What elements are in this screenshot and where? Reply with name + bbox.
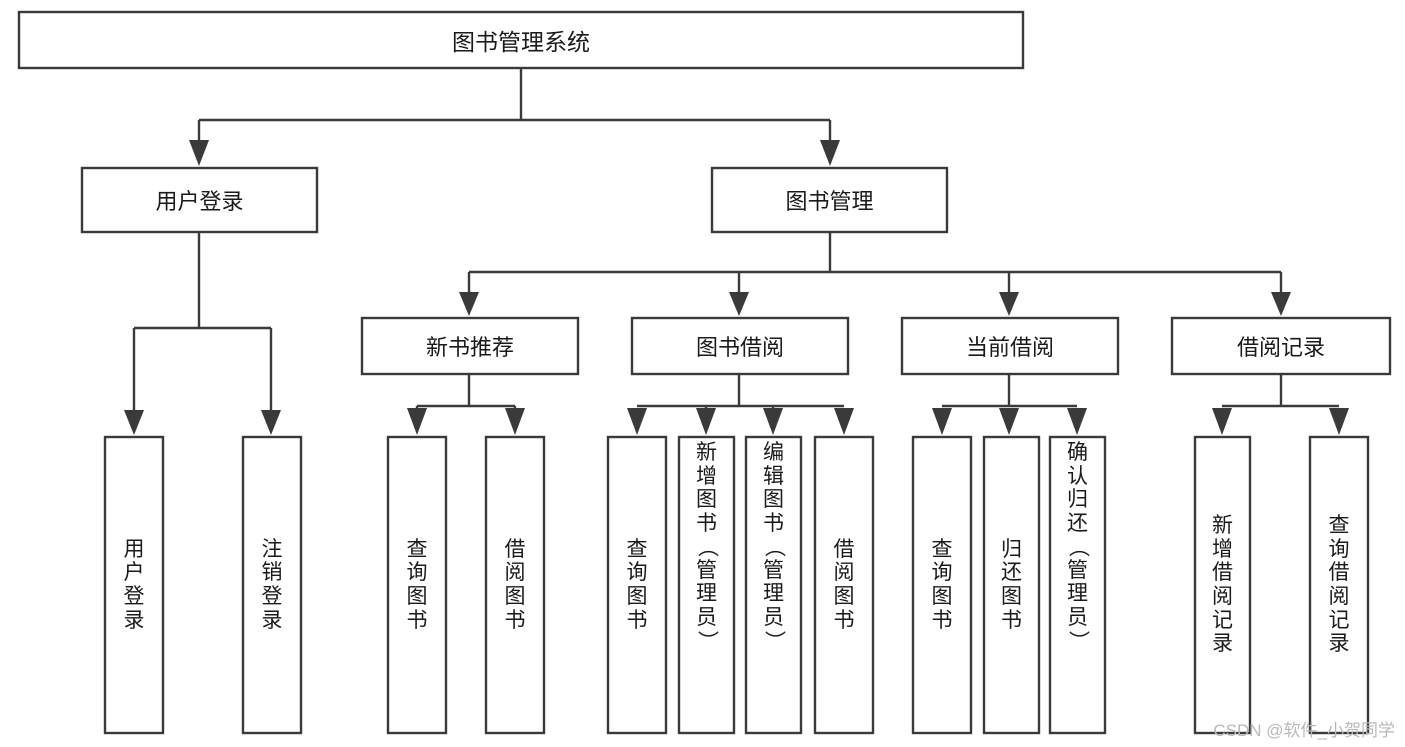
node-box-new-book-recommend[interactable]: [360, 316, 580, 376]
node-box-leaf-user-login[interactable]: [103, 435, 165, 735]
node-label-root: 图书管理系统: [452, 29, 590, 55]
connector-group-newbook: [407, 374, 525, 435]
node-box-leaf-add-book-admin[interactable]: [677, 435, 736, 735]
arrow-head-icon: [627, 408, 647, 435]
arrow-head-icon: [729, 292, 749, 316]
arrow-head-icon: [932, 408, 952, 435]
node-label-new-book-recommend: 新书推荐: [425, 335, 514, 360]
node-box-leaf-query-borrow-record[interactable]: [1308, 435, 1370, 735]
node-label-borrow-record: 借阅记录: [1236, 335, 1325, 360]
node-box-leaf-borrow-book-2[interactable]: [813, 435, 875, 735]
arrow-head-icon: [999, 292, 1019, 316]
node-box-leaf-query-book-3[interactable]: [911, 435, 973, 735]
node-label-book-management: 图书管理: [785, 189, 874, 214]
node-box-leaf-add-borrow-record[interactable]: [1193, 435, 1252, 735]
node-box-leaf-query-book-1[interactable]: [386, 435, 448, 735]
arrow-head-icon: [407, 408, 427, 435]
arrow-head-icon: [261, 410, 281, 435]
connector-group-record: [1212, 374, 1349, 435]
node-box-book-borrow[interactable]: [630, 316, 850, 376]
node-label-current-borrow: 当前借阅: [965, 335, 1054, 360]
arrow-head-icon: [1329, 408, 1349, 435]
arrow-head-icon: [820, 140, 840, 166]
node-box-leaf-confirm-return-admin[interactable]: [1048, 435, 1107, 735]
arrow-head-icon: [505, 408, 525, 435]
arrow-head-icon: [1212, 408, 1232, 435]
arrow-head-icon: [189, 140, 209, 166]
arrow-head-icon: [459, 292, 479, 316]
node-box-leaf-logout[interactable]: [241, 435, 303, 735]
node-box-leaf-return-book[interactable]: [982, 435, 1041, 735]
node-box-book-management[interactable]: [710, 166, 949, 234]
node-box-borrow-record[interactable]: [1170, 316, 1392, 376]
connector-group-bookmgmt: [459, 232, 1291, 316]
connector-group-root: [189, 68, 840, 166]
arrow-head-icon: [999, 408, 1019, 435]
connector-group-current: [932, 374, 1087, 435]
node-box-user-login[interactable]: [80, 166, 319, 234]
arrow-head-icon: [834, 408, 854, 435]
arrow-head-icon: [763, 408, 783, 435]
node-label-user-login: 用户登录: [155, 189, 244, 214]
node-box-leaf-edit-book-admin[interactable]: [744, 435, 803, 735]
node-box-root[interactable]: [17, 10, 1025, 70]
arrow-head-icon: [124, 410, 144, 435]
connector-group-borrow: [627, 374, 854, 435]
node-box-current-borrow[interactable]: [900, 316, 1120, 376]
node-box-leaf-borrow-book-1[interactable]: [484, 435, 546, 735]
arrow-head-icon: [696, 408, 716, 435]
node-box-leaf-query-book-2[interactable]: [606, 435, 668, 735]
connector-group-userlogin: [124, 232, 281, 435]
arrow-head-icon: [1271, 292, 1291, 316]
node-label-book-borrow: 图书借阅: [695, 335, 784, 360]
arrow-head-icon: [1067, 408, 1087, 435]
